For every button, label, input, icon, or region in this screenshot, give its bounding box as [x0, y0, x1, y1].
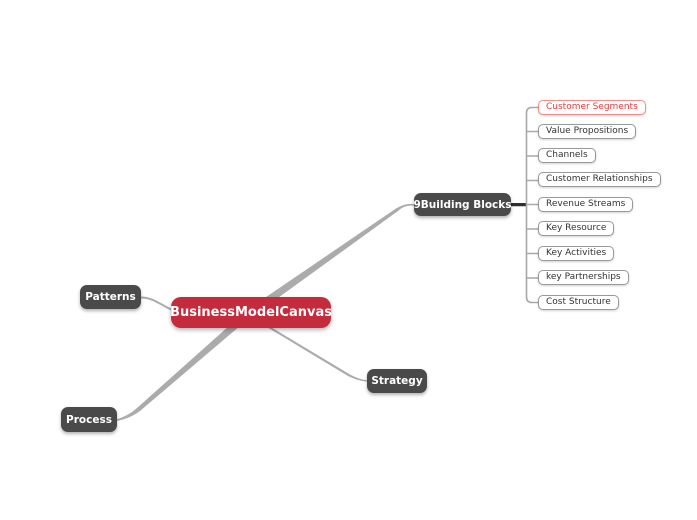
leaf-revenue-streams[interactable]: Revenue Streams: [538, 197, 634, 212]
leaf-channels-label: Channels: [546, 150, 588, 160]
link-root-process: [117, 309, 254, 421]
branch-patterns[interactable]: Patterns: [80, 285, 141, 309]
leaf-cost-structure-label: Cost Structure: [546, 297, 611, 307]
branch-building-blocks[interactable]: 9Building Blocks: [413, 193, 512, 216]
leaf-key-activities-label: Key Activities: [546, 248, 607, 258]
leaf-customer-relationships[interactable]: Customer Relationships: [538, 172, 661, 187]
leaf-channels[interactable]: Channels: [538, 148, 596, 163]
link-root-building-blocks: [247, 203, 414, 316]
leaf-value-propositions[interactable]: Value Propositions: [538, 124, 637, 139]
leaf-value-propositions-label: Value Propositions: [546, 126, 629, 136]
branch-process-label: Process: [66, 413, 112, 426]
leaf-revenue-streams-label: Revenue Streams: [546, 199, 626, 209]
leaf-cost-structure[interactable]: Cost Structure: [538, 295, 619, 310]
branch-process[interactable]: Process: [61, 407, 117, 432]
leaf-key-activities[interactable]: Key Activities: [538, 246, 615, 261]
root-topic[interactable]: BusinessModelCanvas: [170, 297, 332, 328]
leaf-key-resource[interactable]: Key Resource: [538, 221, 615, 236]
branch-strategy-label: Strategy: [371, 375, 423, 387]
root-topic-label: BusinessModelCanvas: [170, 305, 332, 320]
leaf-key-partnerships[interactable]: key Partnerships: [538, 270, 629, 285]
leaf-customer-relationships-label: Customer Relationships: [546, 174, 653, 184]
leaf-customer-segments-label: Customer Segments: [546, 102, 638, 112]
leaf-key-partnerships-label: key Partnerships: [546, 272, 621, 282]
link-root-patterns: [140, 296, 173, 311]
leaf-customer-segments[interactable]: Customer Segments: [538, 100, 646, 115]
children-stubs: [526, 130, 538, 279]
branch-building-blocks-label: 9Building Blocks: [413, 198, 512, 211]
leaf-key-resource-label: Key Resource: [546, 223, 607, 233]
branch-patterns-label: Patterns: [85, 291, 136, 303]
branch-strategy[interactable]: Strategy: [367, 369, 427, 393]
